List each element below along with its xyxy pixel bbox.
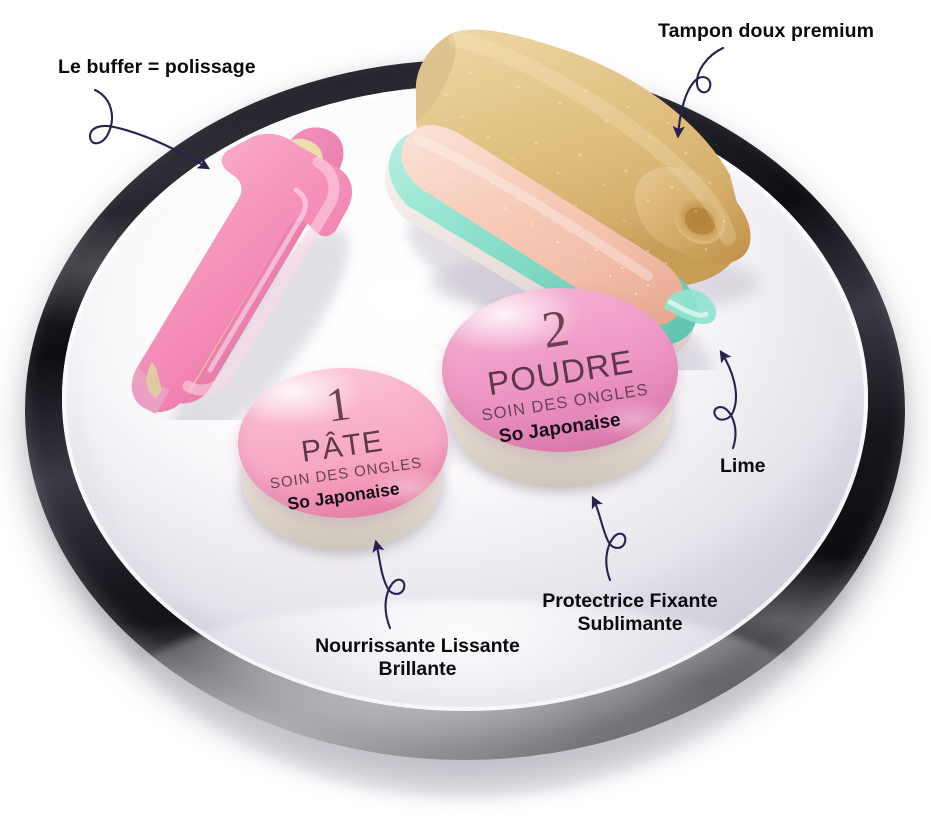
jar-poudre-lid-gloss: [442, 288, 678, 452]
jar-poudre-lid: [442, 288, 678, 452]
label-protectrice: Protectrice Fixante Sublimante: [542, 590, 718, 635]
label-lime: Lime: [720, 455, 766, 477]
buffer-tool: [100, 120, 420, 420]
label-nourrissante: Nourrissante Lissante Brillante: [315, 635, 520, 680]
jar-poudre: 2 POUDRE SOIN DES ONGLES So Japonaise: [430, 282, 690, 512]
label-tampon: Tampon doux premium: [658, 20, 875, 42]
label-buffer: Le buffer = polissage: [58, 56, 256, 78]
jar-pate-lid-gloss: [238, 368, 448, 518]
jar-pate-lid: [238, 368, 448, 518]
jar-pate: 1 PÂTE SOIN DES ONGLES So Japonaise: [228, 362, 460, 578]
